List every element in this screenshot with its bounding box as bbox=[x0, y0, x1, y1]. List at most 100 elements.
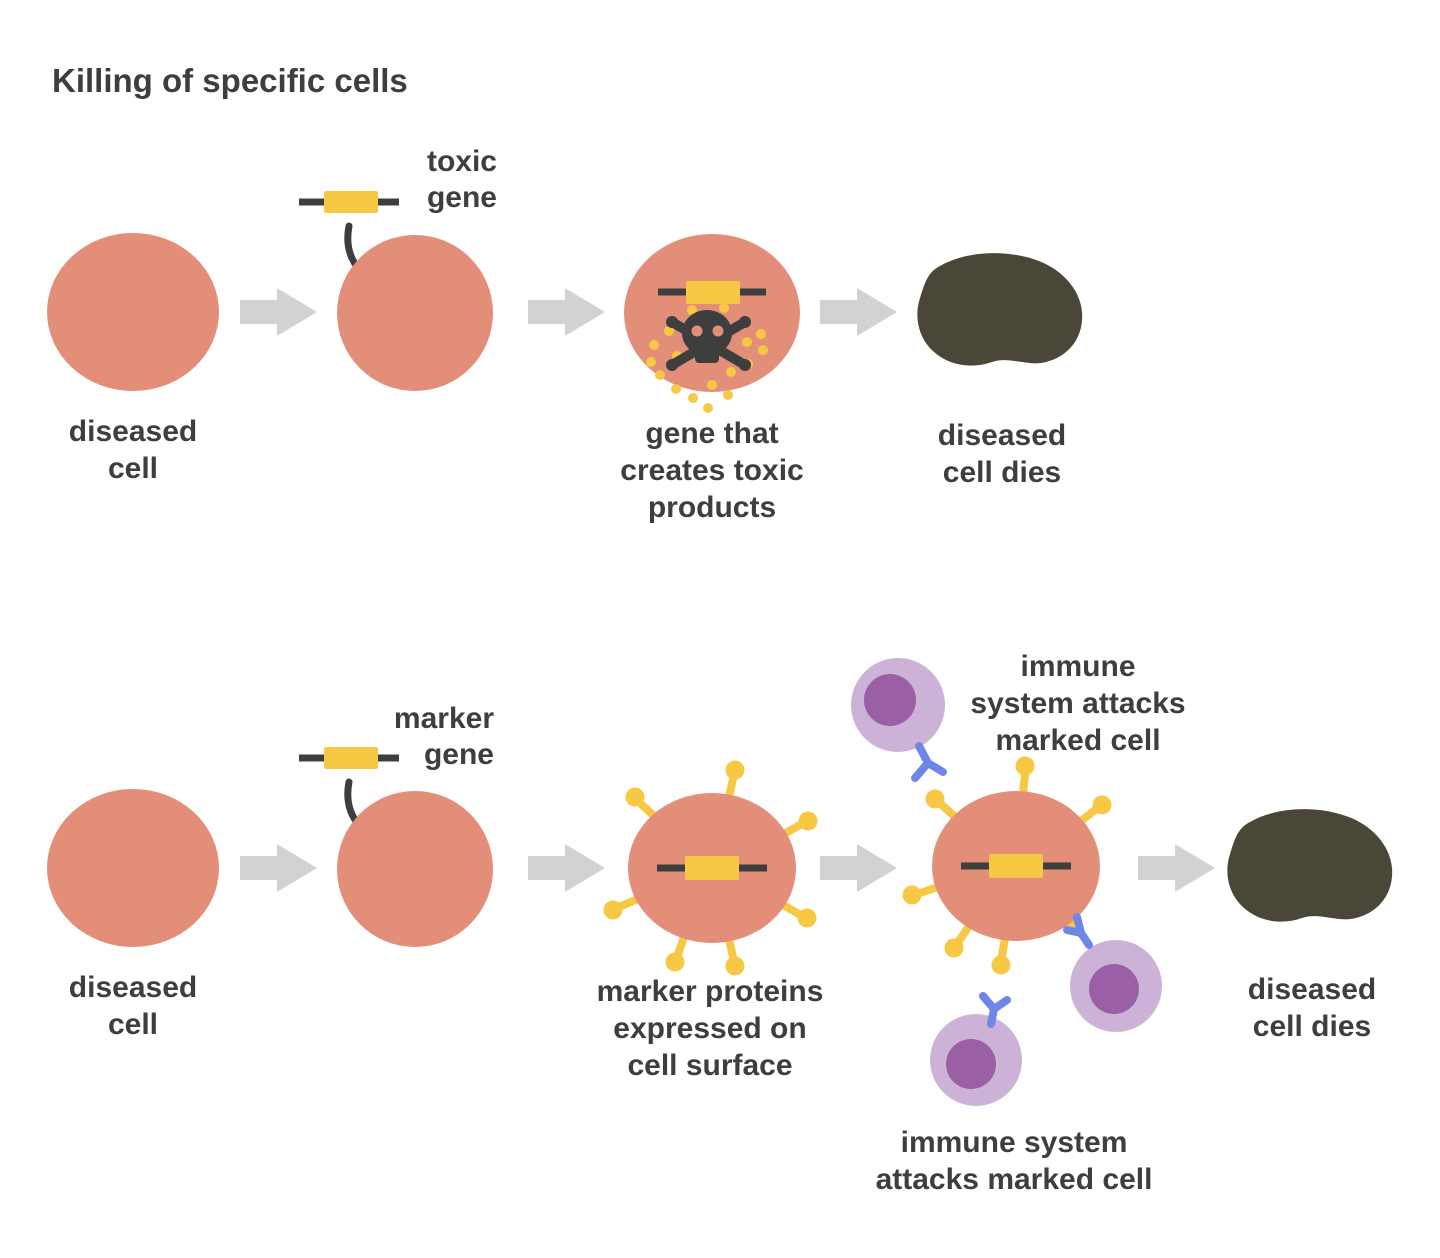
immune-cell-top bbox=[851, 658, 947, 782]
label-line: cell surface bbox=[627, 1049, 793, 1082]
skull-head bbox=[682, 310, 732, 356]
toxin-dot bbox=[671, 384, 681, 394]
cell-with-toxic-gene bbox=[337, 235, 493, 391]
marker-gene-label-line-2: gene bbox=[423, 738, 494, 771]
toxin-dot bbox=[726, 367, 736, 377]
toxic-gene-label-line-1: toxic bbox=[426, 145, 497, 178]
label-line: immune system bbox=[900, 1126, 1128, 1159]
row2-marker-gene-pathway bbox=[47, 658, 1393, 1106]
step-arrow-icon bbox=[820, 288, 897, 336]
gene-cassette-rect bbox=[324, 191, 378, 213]
label-line: gene that bbox=[645, 417, 779, 450]
toxin-dot bbox=[758, 345, 768, 355]
y-receptor-icon bbox=[979, 992, 1011, 1028]
label-line: creates toxic bbox=[620, 454, 804, 487]
surface-pin-head bbox=[725, 956, 745, 976]
marker-gene-label-line-1: marker bbox=[393, 702, 494, 735]
toxin-dot bbox=[649, 340, 659, 350]
surface-pin-head bbox=[1015, 756, 1035, 776]
row1-toxic-gene-pathway bbox=[47, 191, 1083, 413]
skull-jaw bbox=[695, 349, 719, 363]
cell-dies-label-row2: diseased cell dies bbox=[1248, 971, 1376, 1045]
marker-gene-icon bbox=[299, 747, 399, 769]
bone-knob bbox=[666, 316, 678, 328]
label-line: marked cell bbox=[995, 724, 1161, 757]
step-arrow-icon bbox=[1138, 844, 1215, 892]
surface-pin-head bbox=[625, 787, 645, 807]
immune-cell-nucleus bbox=[1089, 964, 1139, 1014]
marker-gene-label: marker gene bbox=[394, 701, 494, 773]
marker-proteins-label: marker proteins expressed on cell surfac… bbox=[597, 973, 824, 1084]
toxin-dot bbox=[756, 329, 766, 339]
surface-pin-icon bbox=[916, 883, 942, 897]
label-line: marker proteins bbox=[596, 975, 824, 1008]
toxin-dot bbox=[687, 305, 697, 315]
label-line: cell bbox=[107, 1008, 159, 1041]
toxin-dot bbox=[703, 403, 713, 413]
surface-pin-head bbox=[725, 760, 745, 780]
surface-pin-head bbox=[925, 789, 945, 809]
gene-cassette-rect bbox=[989, 854, 1043, 878]
immune-cell-bottom bbox=[930, 992, 1022, 1106]
gene-cassette-rect bbox=[685, 856, 739, 880]
bone-knob bbox=[739, 316, 751, 328]
dead-cell-blob bbox=[1227, 809, 1393, 922]
step-arrow-icon bbox=[240, 288, 317, 336]
toxin-dot bbox=[655, 370, 665, 380]
toxin-dot bbox=[688, 393, 698, 403]
toxin-dot bbox=[719, 303, 729, 313]
toxin-dot bbox=[742, 337, 752, 347]
surface-pin-icon bbox=[998, 934, 1009, 960]
toxin-dot bbox=[707, 380, 717, 390]
step-arrow-icon bbox=[528, 288, 605, 336]
surface-pin-head bbox=[665, 952, 685, 972]
label-line: cell dies bbox=[942, 456, 1062, 489]
immune-attack-bottom-label: immune system attacks marked cell bbox=[876, 1124, 1153, 1198]
surface-pin-head bbox=[902, 885, 922, 905]
label-line: cell dies bbox=[1252, 1010, 1372, 1043]
step-arrow-icon bbox=[240, 844, 317, 892]
toxic-gene-icon bbox=[299, 191, 399, 213]
surface-pin-icon bbox=[725, 935, 737, 961]
label-line: diseased bbox=[68, 971, 198, 1004]
surface-pin-head bbox=[797, 908, 817, 928]
skull-eye bbox=[691, 325, 703, 337]
label-line: immune bbox=[1020, 650, 1136, 683]
surface-pin-icon bbox=[955, 922, 973, 945]
cell-with-marker-gene bbox=[337, 791, 493, 947]
toxic-gene-label: toxic gene bbox=[427, 144, 497, 216]
surface-pin-head bbox=[944, 938, 964, 958]
bone-knob bbox=[666, 359, 678, 371]
diseased-cell-2 bbox=[47, 789, 219, 947]
immune-cell-right bbox=[1063, 913, 1162, 1032]
immune-cell-nucleus bbox=[864, 674, 916, 726]
diseased-cell-label-row1: diseased cell bbox=[69, 413, 197, 487]
marker-protein-pins bbox=[603, 760, 818, 976]
surface-pin-icon bbox=[637, 800, 658, 820]
page-title: Killing of specific cells bbox=[52, 62, 408, 99]
immune-attack-top-label: immune system attacks marked cell bbox=[970, 648, 1185, 759]
label-line: expressed on bbox=[613, 1012, 807, 1045]
step-arrow-icon bbox=[820, 844, 897, 892]
toxic-gene-label-line-2: gene bbox=[426, 181, 497, 214]
surface-pin-icon bbox=[1019, 771, 1029, 797]
label-line: cell bbox=[107, 452, 159, 485]
label-line: attacks marked cell bbox=[875, 1163, 1153, 1196]
label-line: diseased bbox=[1247, 973, 1377, 1006]
surface-pin-head bbox=[991, 955, 1011, 975]
surface-pin-head bbox=[603, 900, 623, 920]
skull-crossbones-icon bbox=[666, 310, 751, 371]
surface-pin-icon bbox=[779, 901, 803, 918]
label-line: system attacks bbox=[970, 687, 1186, 720]
surface-pin-head bbox=[1092, 795, 1112, 815]
diseased-cell-label-row2: diseased cell bbox=[69, 969, 197, 1043]
gene-cassette-rect bbox=[686, 281, 740, 304]
toxin-dot bbox=[723, 390, 733, 400]
toxic-products-label: gene that creates toxic products bbox=[620, 415, 803, 526]
toxic-products-cell bbox=[624, 234, 800, 413]
immune-cell-nucleus bbox=[946, 1039, 996, 1089]
surface-pin-icon bbox=[725, 775, 737, 801]
gene-cassette-rect bbox=[324, 747, 378, 769]
y-receptor-icon bbox=[1063, 913, 1093, 949]
